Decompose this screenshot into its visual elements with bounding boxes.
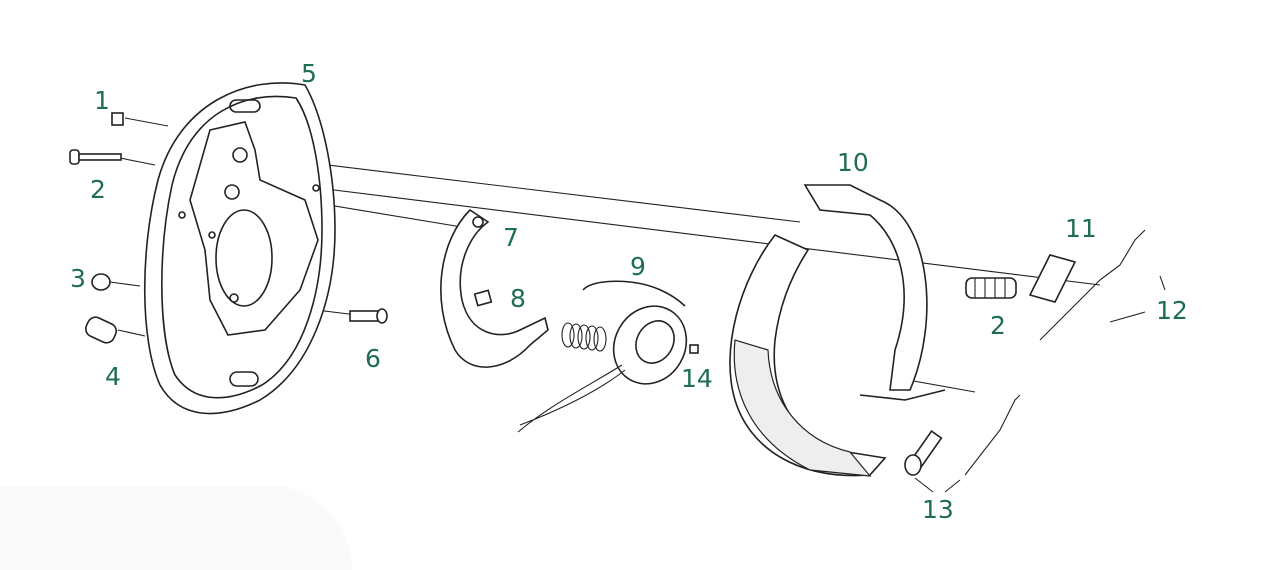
magnet (517, 280, 699, 433)
callout-14: 14 (681, 364, 713, 393)
brake-shoe (729, 184, 946, 477)
callout-8: 8 (510, 284, 526, 313)
callout-7: 7 (503, 223, 519, 252)
background-shape (0, 485, 352, 570)
callout-10: 10 (837, 148, 869, 177)
callout-5: 5 (301, 59, 317, 88)
callout-6: 6 (365, 344, 381, 373)
callout-11: 11 (1065, 214, 1097, 243)
callout-4: 4 (105, 362, 121, 391)
callout-1: 1 (94, 86, 110, 115)
callout-12: 12 (1156, 296, 1188, 325)
callout-2: 2 (90, 175, 106, 204)
callout-9: 9 (630, 252, 646, 281)
callout-13: 13 (922, 495, 954, 524)
callout-2-spring: 2 (990, 311, 1006, 340)
small-hardware (69, 112, 388, 344)
nut-1 (111, 112, 124, 126)
springs (904, 229, 1146, 476)
backing-plate (143, 82, 336, 415)
lever-arm (440, 208, 549, 368)
callout-3: 3 (70, 264, 86, 293)
